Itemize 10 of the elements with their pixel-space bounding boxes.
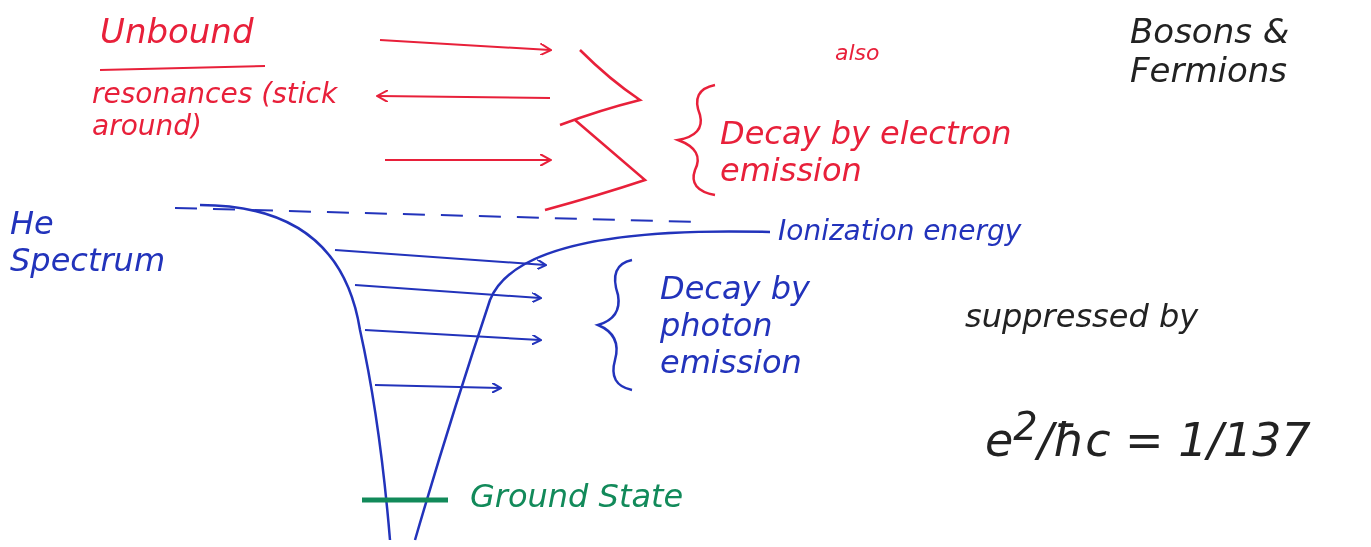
annotation-text: resonances (stick around) [92, 78, 339, 143]
heading-text: Unbound [100, 12, 254, 52]
annotation-text: Ionization energy [778, 215, 1022, 248]
annotation-text: also [835, 40, 880, 66]
formula: e$^{2}$/ħc = 1/137 [985, 405, 1311, 468]
heading-text: Bosons & Fermions [1130, 12, 1291, 91]
annotation-text: Decay by photon emission [660, 270, 811, 381]
annotation-text: Ground State [470, 478, 684, 515]
annotation-text: suppressed by [965, 298, 1199, 335]
annotation-text: Decay by electron emission [720, 115, 1013, 189]
